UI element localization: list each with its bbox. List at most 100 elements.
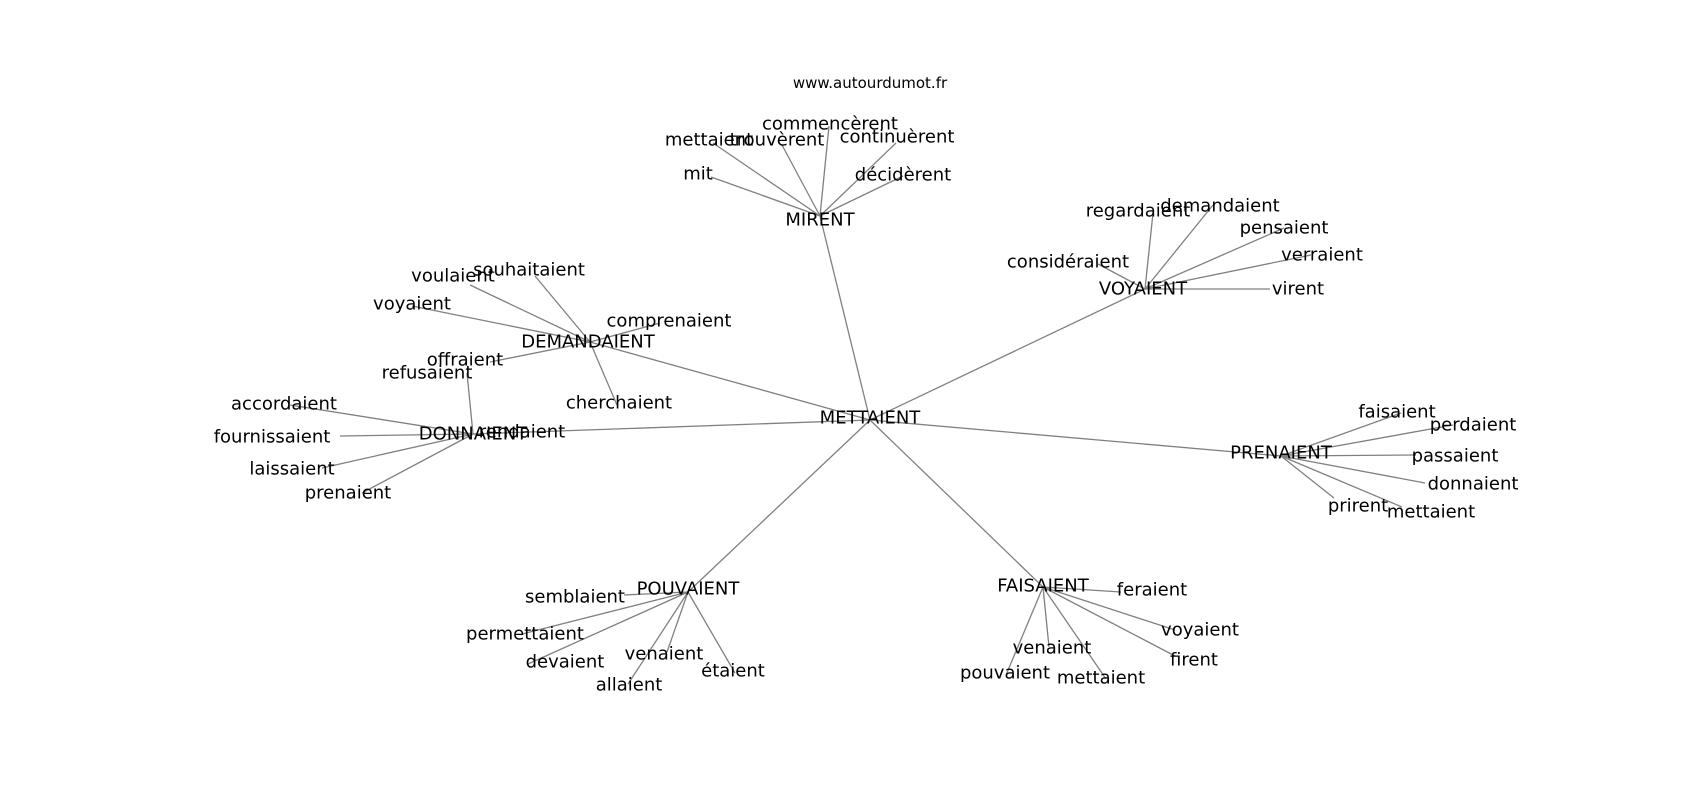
leaf-node-label: laissaient — [249, 459, 334, 480]
edge-branch-to-leaf — [521, 591, 689, 635]
edge-branch-to-leaf — [589, 322, 661, 343]
edge-branch-to-leaf — [1280, 455, 1426, 484]
leaf-node-label: firent — [1170, 650, 1218, 671]
edge-branch-to-leaf — [1097, 263, 1146, 290]
edge-branch-to-leaf — [489, 341, 591, 363]
branch-node-label: DEMANDAIENT — [521, 332, 656, 353]
site-credit: www.autourdumot.fr — [793, 74, 948, 92]
edge-branch-to-leaf — [534, 275, 591, 343]
edge-branch-to-leaf — [781, 144, 821, 217]
leaf-node-label: rendaient — [479, 422, 565, 443]
edge-branch-to-leaf — [623, 591, 689, 596]
leaf-node-label: comprenaient — [607, 311, 732, 332]
branch-node-label: FAISAIENT — [997, 576, 1090, 597]
edge-branch-to-leaf — [1042, 586, 1176, 657]
leaf-node-label: mit — [683, 164, 713, 185]
edge-center-to-branch — [869, 288, 1146, 421]
leaf-node-label: permettaient — [466, 624, 584, 645]
edge-center-to-branch — [687, 419, 871, 593]
leaf-node-label: offraient — [427, 350, 503, 371]
leaf-node-label: verraient — [1281, 245, 1363, 266]
leaf-node-label: mettaient — [1387, 502, 1475, 523]
edge-branch-to-leaf — [589, 341, 618, 406]
leaf-node-label: considéraient — [1007, 252, 1129, 273]
edge-branch-to-leaf — [1280, 455, 1403, 508]
edge-center-to-branch — [472, 419, 871, 435]
edge-branch-to-leaf — [527, 591, 689, 665]
leaf-node-label: continuèrent — [840, 127, 955, 148]
edge-center-to-branch — [869, 419, 1044, 588]
leaf-node-label: commencèrent — [762, 114, 898, 135]
edge-branch-to-leaf — [1144, 212, 1154, 290]
edge-branch-to-leaf — [1280, 454, 1417, 457]
leaf-node-label: trouvèrent — [730, 130, 825, 151]
branch-node-label: VOYAIENT — [1099, 279, 1188, 300]
edge-branch-to-leaf — [1042, 586, 1107, 680]
leaf-node-label: feraient — [1117, 580, 1187, 601]
edge-branch-to-leaf — [361, 433, 474, 494]
leaf-node-label: voyaient — [1161, 620, 1239, 641]
edge-branch-to-leaf — [469, 284, 591, 343]
leaf-node-label: mettaient — [1057, 668, 1145, 689]
leaf-node-label: pouvaient — [960, 663, 1050, 684]
leaf-node-label: regardaient — [1086, 201, 1191, 222]
edge-branch-to-leaf — [1005, 586, 1044, 676]
edge-branch-to-leaf — [1042, 586, 1176, 631]
edge-branch-to-leaf — [321, 433, 474, 469]
leaf-node-label: décidèrent — [855, 165, 951, 186]
edge-branch-to-leaf — [819, 142, 897, 217]
leaf-node-label: venaient — [1013, 638, 1092, 659]
leaf-node-label: passaient — [1412, 446, 1499, 467]
leaf-node-label: demandaient — [1160, 196, 1279, 217]
edge-branch-to-leaf — [1144, 227, 1285, 290]
edge-center-to-branch — [819, 215, 871, 421]
leaf-node-label: faisaient — [1358, 402, 1435, 423]
edge-center-to-branch — [589, 341, 871, 421]
edge-branch-to-leaf — [411, 305, 591, 343]
leaf-node-label: virent — [1272, 279, 1324, 300]
edge-branch-to-leaf — [666, 591, 689, 653]
leaf-node-label: allaient — [596, 675, 663, 696]
edge-branch-to-leaf — [466, 372, 474, 435]
edge-branch-to-leaf — [1042, 586, 1122, 593]
leaf-node-label: étaient — [701, 661, 765, 682]
leaf-node-label: venaient — [625, 644, 704, 665]
leaf-node-label: donnaient — [1428, 474, 1519, 495]
leaf-node-label: semblaient — [525, 587, 625, 608]
edge-branch-to-leaf — [1280, 412, 1402, 457]
leaf-node-label: voulaient — [411, 266, 495, 287]
edge-branch-to-leaf — [819, 175, 904, 217]
branch-node-label: PRENAIENT — [1230, 443, 1333, 464]
edge-center-to-branch — [869, 419, 1282, 457]
edge-branch-to-leaf — [1144, 254, 1312, 290]
leaf-node-label: perdaient — [1430, 415, 1517, 436]
edge-branch-to-leaf — [289, 404, 474, 435]
edge-branch-to-leaf — [1280, 455, 1335, 499]
leaf-node-label: cherchaient — [566, 393, 672, 414]
edge-branch-to-leaf — [1144, 204, 1214, 290]
edge-branch-to-leaf — [1042, 586, 1050, 648]
edge-branch-to-leaf — [627, 591, 689, 685]
label-layer: www.autourdumot.fr METTAIENT MIRENT mettai… — [214, 74, 1519, 696]
edge-branch-to-leaf — [339, 433, 474, 437]
edge-branch-to-leaf — [687, 591, 736, 674]
leaf-node-label: devaient — [526, 652, 605, 673]
edge-branch-to-leaf — [712, 142, 821, 217]
leaf-node-label: prenaient — [305, 483, 391, 504]
center-node-label: METTAIENT — [820, 408, 922, 429]
leaf-node-label: refusaient — [382, 363, 473, 384]
leaf-node-label: souhaitaient — [473, 260, 585, 281]
edge-branch-to-leaf — [710, 176, 821, 217]
edge-branch-to-leaf — [819, 125, 830, 217]
leaf-node-label: prirent — [1328, 496, 1388, 517]
branch-node-label: POUVAIENT — [637, 579, 741, 600]
branch-node-label: DONNAIENT — [419, 424, 528, 445]
leaf-node-label: fournissaient — [214, 427, 331, 448]
edge-layer — [289, 125, 1454, 685]
leaf-node-label: mettaient — [665, 130, 753, 151]
branch-node-label: MIRENT — [785, 210, 855, 231]
leaf-node-label: pensaient — [1240, 218, 1329, 239]
leaf-node-label: voyaient — [373, 294, 451, 315]
leaf-node-label: accordaient — [231, 394, 337, 415]
